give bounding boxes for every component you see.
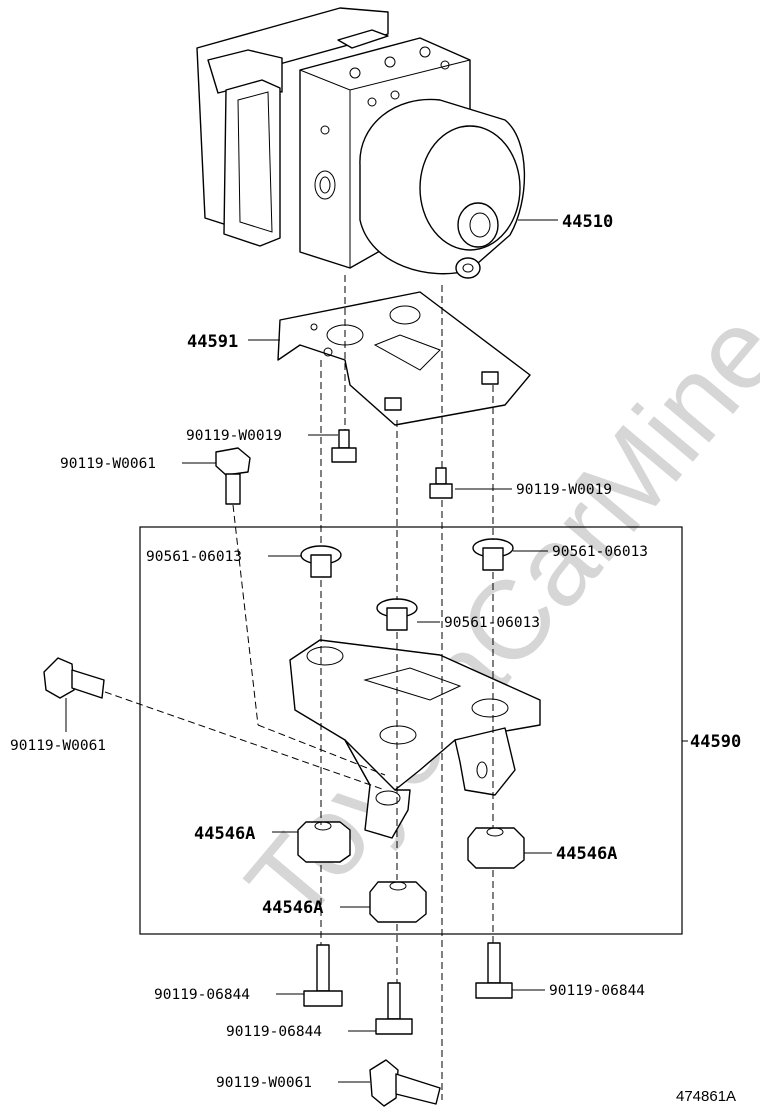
label-cushion-center: 44546A xyxy=(262,898,323,918)
label-bolt-06844-center: 90119-06844 xyxy=(226,1024,322,1040)
bolt-icon xyxy=(303,942,513,1035)
abs-actuator-icon xyxy=(196,7,526,279)
bolt-icon xyxy=(43,657,105,699)
bolt-icon xyxy=(369,1059,441,1107)
label-bolt-06844-right: 90119-06844 xyxy=(549,983,645,999)
cushion-icon xyxy=(297,821,525,923)
leader-lines xyxy=(65,219,688,1083)
assembly-frame xyxy=(139,526,683,935)
label-collar-center: 90561-06013 xyxy=(444,615,540,631)
label-bolt-w0061-bottom: 90119-W0061 xyxy=(216,1075,312,1091)
bolt-icon xyxy=(215,447,251,505)
figure-id: 474861A xyxy=(676,1088,736,1105)
label-bolt-w0019-left: 90119-W0019 xyxy=(186,428,282,444)
bracket-icon xyxy=(277,291,531,426)
label-collar-left: 90561-06013 xyxy=(146,549,242,565)
label-bracket-assy: 44590 xyxy=(690,732,741,752)
label-abs-actuator: 44510 xyxy=(562,212,613,232)
bolt-icon xyxy=(331,429,453,499)
label-collar-right: 90561-06013 xyxy=(552,544,648,560)
alignment-lines xyxy=(104,275,494,1100)
label-cushion-left: 44546A xyxy=(194,824,255,844)
label-cushion-right: 44546A xyxy=(556,844,617,864)
label-bolt-w0061-top: 90119-W0061 xyxy=(60,456,156,472)
label-bolt-06844-left: 90119-06844 xyxy=(154,987,250,1003)
label-bolt-w0061-side: 90119-W0061 xyxy=(10,738,106,754)
bracket-icon xyxy=(289,639,541,839)
label-upper-bracket: 44591 xyxy=(187,332,238,352)
label-bolt-w0019-right: 90119-W0019 xyxy=(516,482,612,498)
